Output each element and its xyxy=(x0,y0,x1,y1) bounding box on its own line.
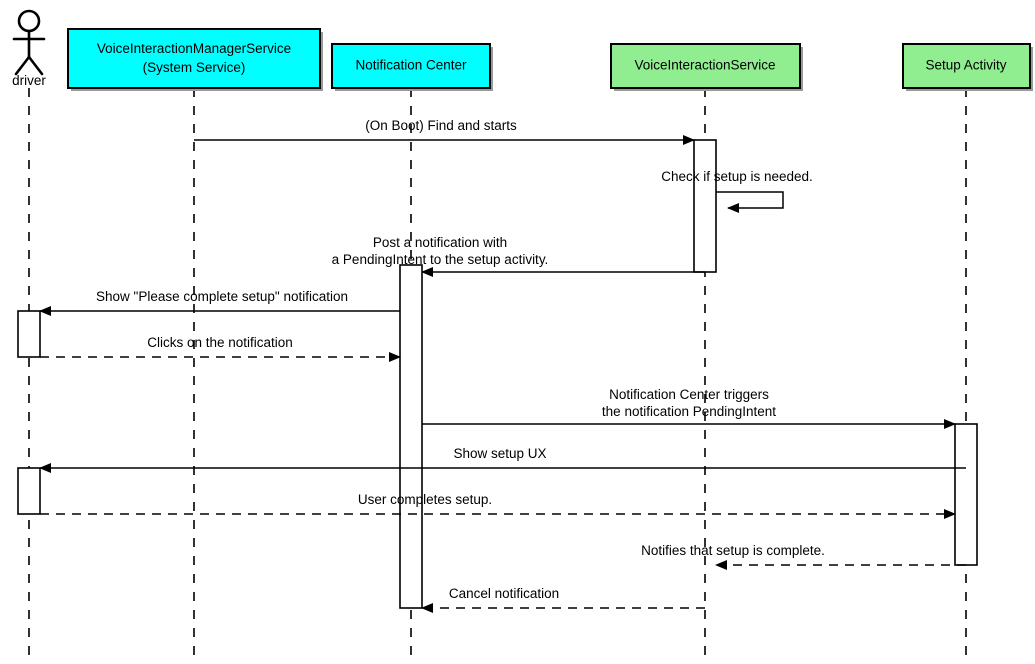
message-arrow-self xyxy=(716,191,784,213)
activation-bar xyxy=(399,264,423,609)
message-msg-5: Clicks on the notification xyxy=(40,335,401,362)
message-msg-3: Post a notification with a PendingIntent … xyxy=(332,235,705,277)
participant-box[interactable] xyxy=(331,43,491,89)
activation-bar xyxy=(17,467,41,515)
message-msg-4: Show "Please complete setup" notificatio… xyxy=(39,289,400,316)
participant-label: VoiceInteractionManagerService xyxy=(97,41,291,56)
message-label: Notifies that setup is complete. xyxy=(641,543,825,558)
message-label: Post a notification with xyxy=(373,235,507,250)
lifelines-layer xyxy=(28,88,967,662)
participant-box[interactable] xyxy=(902,43,1031,89)
participant-notifcenter[interactable]: Notification Center xyxy=(331,43,493,91)
participant-box[interactable] xyxy=(610,43,801,89)
participant-vis[interactable]: VoiceInteractionService xyxy=(610,43,803,91)
message-label: Notification Center triggers xyxy=(609,387,769,402)
message-label: Show setup UX xyxy=(453,446,546,461)
message-msg-6: Notification Center triggers the notifica… xyxy=(422,387,956,429)
message-label: Check if setup is needed. xyxy=(661,169,813,184)
message-label: the notification PendingIntent xyxy=(602,404,776,419)
participant-vims[interactable]: VoiceInteractionManagerService (System Se… xyxy=(67,28,323,91)
participant-setupactivity[interactable]: Setup Activity xyxy=(902,43,1033,91)
message-label: Show "Please complete setup" notificatio… xyxy=(96,289,348,304)
participant-label: VoiceInteractionService xyxy=(634,58,775,73)
participant-label: Setup Activity xyxy=(925,58,1006,73)
participant-label-sub: (System Service) xyxy=(143,60,246,75)
participant-driver[interactable]: driver xyxy=(12,9,46,88)
message-label: (On Boot) Find and starts xyxy=(365,118,517,133)
headers-layer: driver VoiceInteractionManagerService (Sys… xyxy=(12,9,1033,91)
actor-icon xyxy=(12,9,46,76)
message-msg-9: Notifies that setup is complete. xyxy=(641,543,966,570)
message-msg-8: User completes setup. xyxy=(40,492,956,519)
activations-layer xyxy=(17,139,978,609)
message-label: Cancel notification xyxy=(449,586,559,601)
activation-bar xyxy=(17,310,41,358)
activation-bar xyxy=(693,139,717,273)
participant-label: driver xyxy=(12,73,46,88)
message-msg-10: Cancel notification xyxy=(421,586,705,613)
message-msg-1: (On Boot) Find and starts xyxy=(194,118,695,145)
message-label: Clicks on the notification xyxy=(147,335,293,350)
message-label: User completes setup. xyxy=(358,492,492,507)
message-msg-2: Check if setup is needed. xyxy=(661,169,813,213)
activation-bar xyxy=(954,423,978,566)
message-msg-7: Show setup UX xyxy=(39,446,966,473)
message-label: a PendingIntent to the setup activity. xyxy=(332,252,549,267)
participant-label: Notification Center xyxy=(355,58,467,73)
participant-box[interactable] xyxy=(67,28,321,89)
